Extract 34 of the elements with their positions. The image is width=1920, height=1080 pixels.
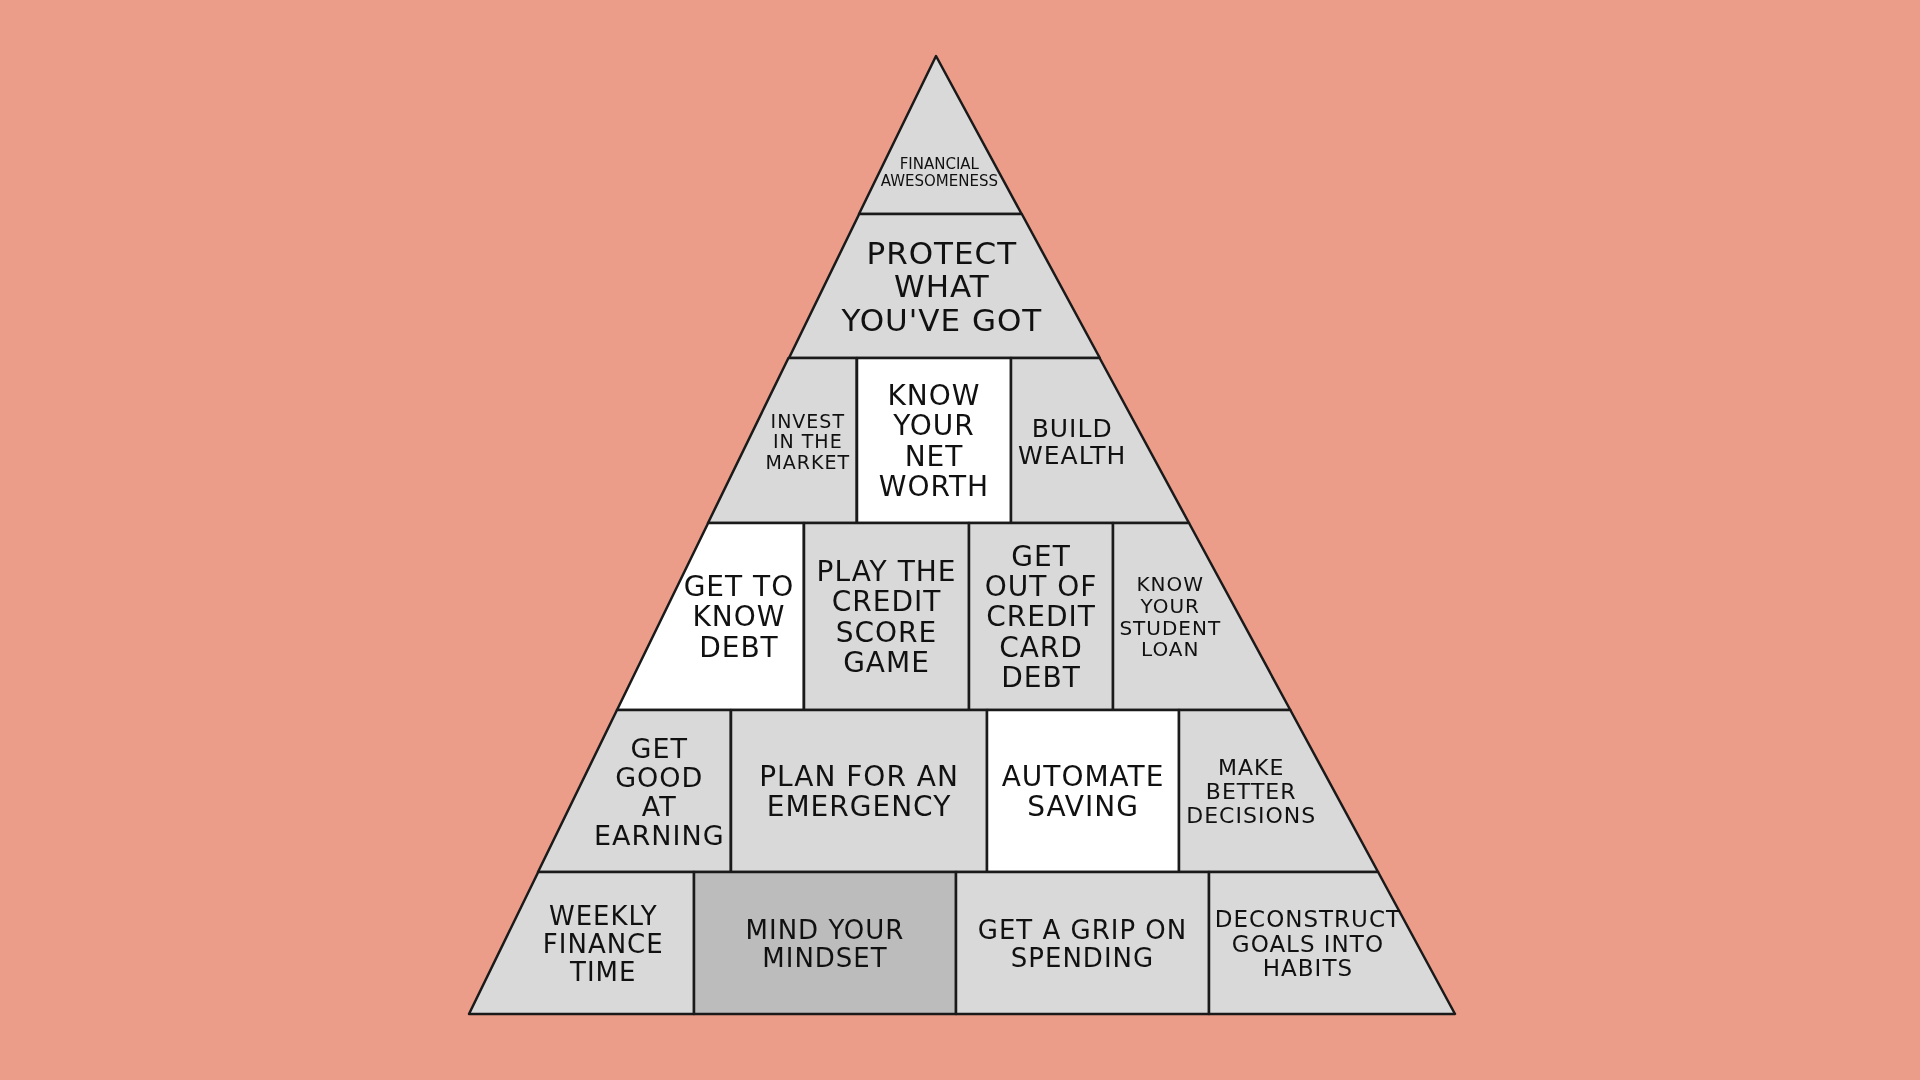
pyramid-block [788, 214, 1100, 358]
block-label: GET TO KNOW DEBT [682, 569, 796, 666]
block-label: MIND YOUR MINDSET [744, 913, 906, 975]
pyramid-block [1179, 710, 1379, 872]
pyramid-block [538, 710, 731, 872]
pyramid-block [804, 523, 969, 710]
block-label: AUTOMATE SAVING [1000, 758, 1166, 825]
block-label: INVEST IN THE MARKET [764, 408, 851, 475]
block-label: PROTECT WHAT YOU'VE GOT [840, 233, 1044, 340]
pyramid-block [731, 710, 987, 872]
pyramid-block [469, 872, 694, 1014]
block-label: GET GOOD AT EARNING [593, 731, 725, 854]
pyramid-block [694, 872, 956, 1014]
pyramid-block [956, 872, 1209, 1014]
pyramid-block [987, 710, 1179, 872]
pyramid-top-triangle [858, 56, 1022, 214]
block-label: KNOW YOUR STUDENT LOAN [1119, 571, 1222, 664]
block-label: PLAY THE CREDIT SCORE GAME [815, 554, 958, 681]
pyramid-block [617, 523, 804, 710]
block-label: KNOW YOUR NET WORTH [877, 378, 991, 505]
block-label: WEEKLY FINANCE TIME [541, 899, 665, 990]
block-label: BUILD WEALTH [1017, 412, 1128, 472]
pyramid-block [1209, 872, 1455, 1014]
block-label: GET A GRIP ON SPENDING [976, 913, 1189, 975]
block-label: DECONSTRUCT GOALS INTO HABITS [1215, 904, 1401, 984]
pyramid-block [708, 358, 857, 523]
block-label: PLAN FOR AN EMERGENCY [758, 758, 960, 825]
block-label: MAKE BETTER DECISIONS [1185, 754, 1318, 830]
pyramid-block [857, 358, 1011, 523]
pyramid-block [1113, 523, 1291, 710]
block-label: FINANCIAL AWESOMENESS [879, 154, 999, 192]
block-label: GET OUT OF CREDIT CARD DEBT [983, 538, 1099, 696]
pyramid-block [969, 523, 1113, 710]
pyramid-block [1011, 358, 1189, 523]
